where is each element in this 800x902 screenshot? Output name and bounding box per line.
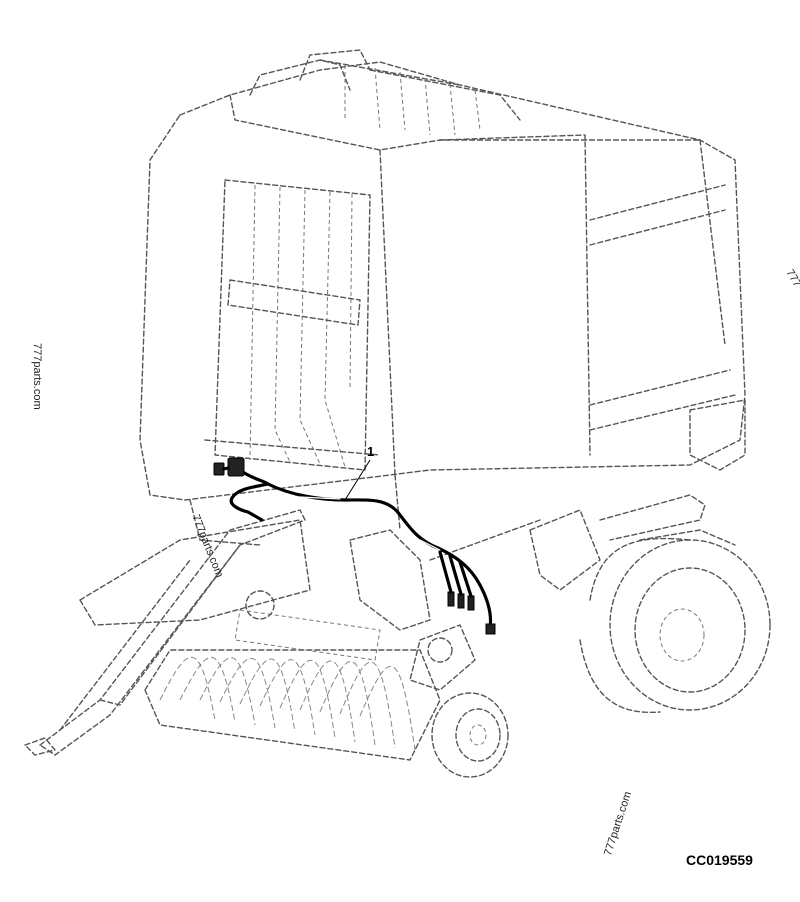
main-tire [529, 399, 771, 714]
watermark-left: 777parts.com [31, 343, 43, 410]
top-roller-assembly [249, 49, 521, 136]
gauge-wheel [409, 624, 509, 778]
figure-code: CC019559 [686, 852, 753, 868]
hitch-tongue [24, 509, 311, 756]
wiring-harness [213, 457, 496, 635]
pickup-reel [144, 609, 441, 761]
bale-chamber-body [139, 61, 746, 501]
callout-leader-line [344, 459, 371, 501]
callout-1-label: 1 [367, 444, 375, 459]
rear-belt-panels [204, 179, 381, 471]
